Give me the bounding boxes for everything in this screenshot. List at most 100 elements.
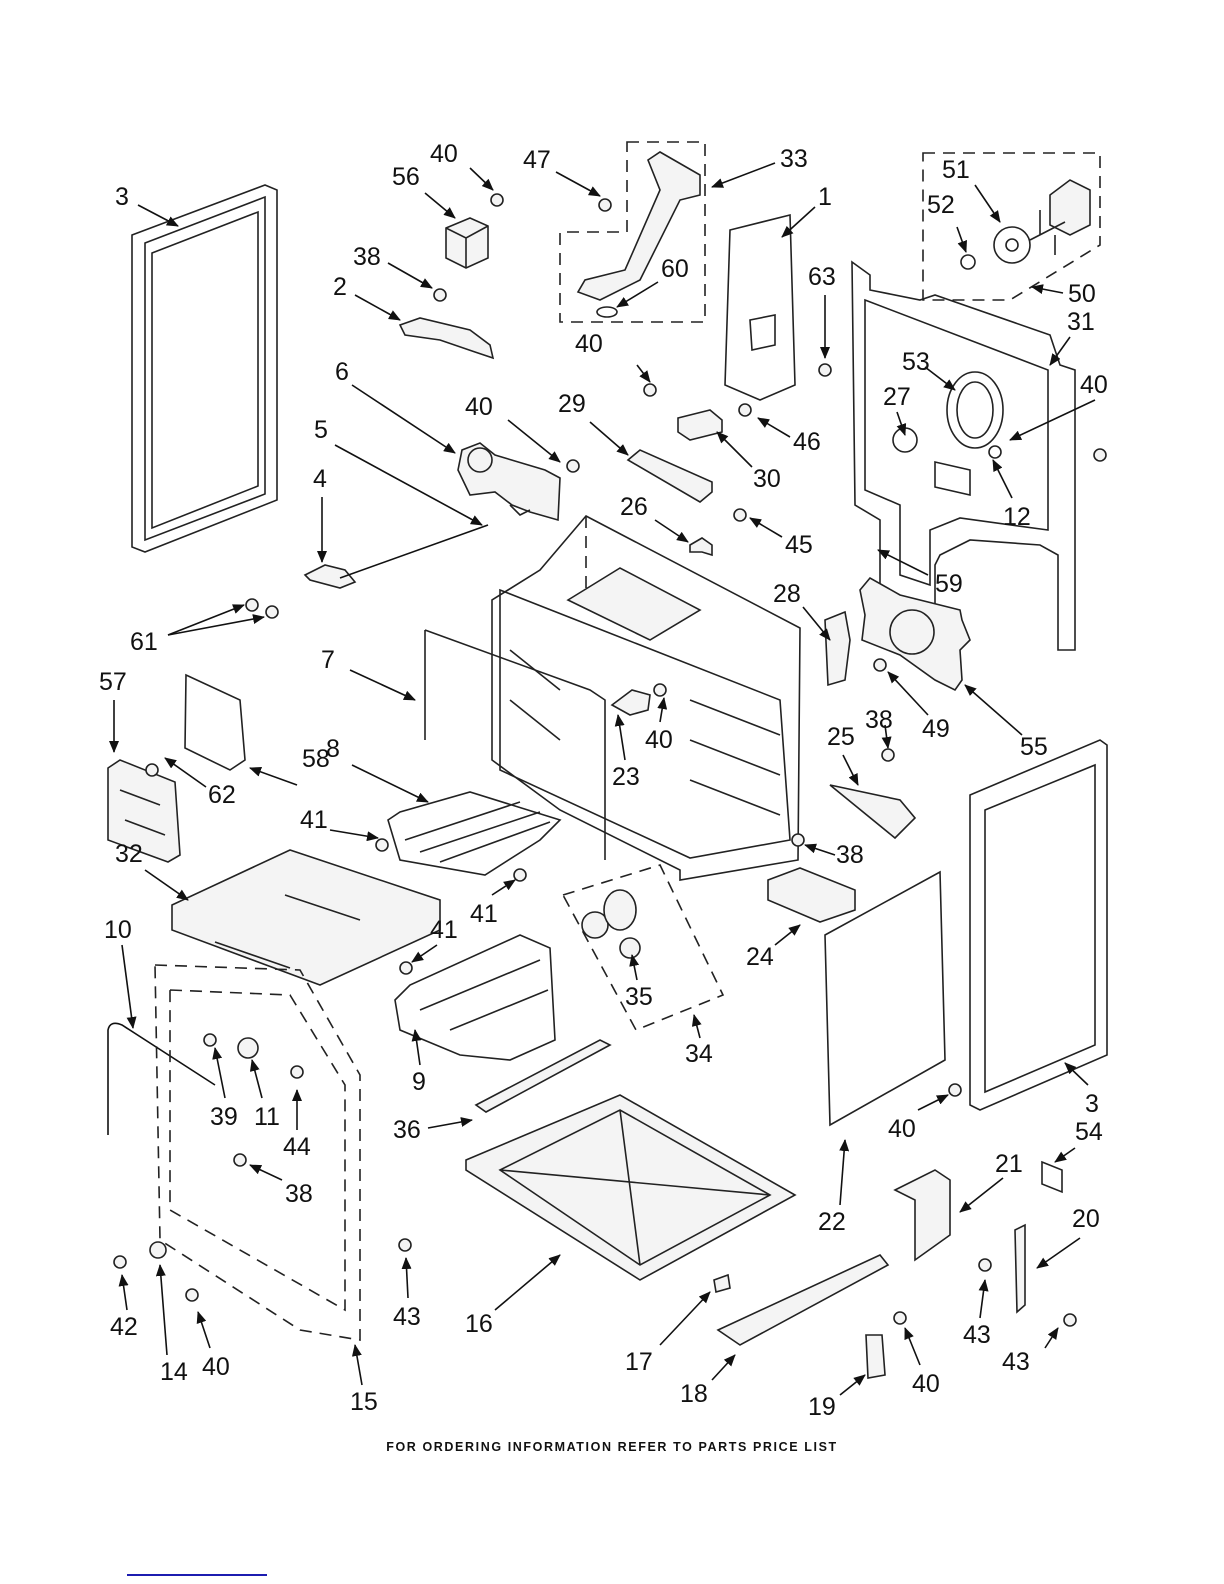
callout-label: 47 [523,146,551,174]
callout-38: 38 [250,1165,313,1208]
callout-label: 40 [575,330,603,358]
callout-41: 41 [300,806,378,838]
callout-18: 18 [680,1355,735,1408]
callout-16: 16 [465,1255,560,1338]
callout-7: 7 [321,646,415,700]
callout-20: 20 [1037,1205,1100,1268]
trim-strip-part [476,1040,610,1112]
temperature-sensor-part [612,690,650,715]
gasket-part [425,630,605,860]
callout-25: 25 [827,723,858,785]
callout-label: 3 [1085,1090,1099,1118]
callout-label: 39 [210,1103,238,1131]
door-gasket-part [108,1023,215,1135]
callout-label: 43 [963,1321,991,1349]
callout-label: 41 [300,806,328,834]
callout-39: 39 [210,1048,238,1131]
link-underline[interactable] [127,1574,267,1576]
callout-label: 57 [99,668,127,696]
callout-label: 41 [470,900,498,928]
callout-label: 19 [808,1393,836,1421]
callout-label: 12 [1003,503,1031,531]
callout-61: 61 [130,605,264,656]
callout-label: 34 [685,1040,713,1068]
callout-22: 22 [818,1140,846,1236]
callout-label: 10 [104,916,132,944]
callout-label: 49 [922,715,950,743]
bracket-part [400,318,493,358]
callout-label: 1 [818,183,832,211]
hinge-part [305,565,355,588]
callout-40: 40 [905,1328,940,1398]
callout-23: 23 [612,715,640,791]
callout-label: 62 [208,781,236,809]
callout-6: 6 [335,358,455,453]
callout-17: 17 [625,1292,710,1376]
callout-label: 36 [393,1116,421,1144]
door-stop-part [150,1242,166,1258]
callout-label: 17 [625,1348,653,1376]
callout-label: 50 [1068,280,1096,308]
callout-21: 21 [960,1150,1023,1212]
transformer-part [446,218,488,268]
callout-42: 42 [110,1275,138,1341]
callout-label: 43 [1002,1348,1030,1376]
callout-34: 34 [685,1015,713,1068]
callout-57: 57 [99,668,127,752]
terminal-block-part [678,410,722,440]
callout-28: 28 [773,580,830,640]
callout-29: 29 [558,390,628,455]
callout-30: 30 [717,432,781,493]
callout-label: 2 [333,273,347,301]
callout-40: 40 [888,1095,948,1143]
callout-11: 11 [252,1060,280,1131]
callout-label: 59 [935,570,963,598]
callout-label: 15 [350,1388,378,1416]
oven-bottom-part [466,1095,795,1280]
side-panel-left-part [132,185,277,552]
callout-label: 61 [130,628,158,656]
callout-label: 55 [1020,733,1048,761]
side-panel-right-part [970,740,1107,1110]
callout-label: 14 [160,1358,188,1386]
callout-label: 51 [942,156,970,184]
callout-label: 44 [283,1133,311,1161]
callout-label: 28 [773,580,801,608]
callout-52: 52 [927,191,966,252]
callout-label: 40 [430,140,458,168]
callout-41: 41 [470,880,515,928]
callout-45: 45 [750,518,813,559]
callout-label: 40 [465,393,493,421]
door-latch-part [458,443,560,520]
callout-label: 24 [746,943,774,971]
callout-label: 32 [115,840,143,868]
callout-2: 2 [333,273,400,320]
callout-54: 54 [1055,1118,1103,1162]
drawer-top-part [172,850,440,985]
callout-50: 50 [1032,280,1096,308]
oven-door-part [155,965,360,1340]
callout-40: 40 [1010,371,1108,440]
callout-label: 42 [110,1313,138,1341]
callout-24: 24 [746,925,800,971]
bake-element-part [395,935,555,1060]
callout-label: 38 [285,1180,313,1208]
callout-12: 12 [993,460,1031,531]
callout-label: 9 [412,1068,426,1096]
callout-label: 22 [818,1208,846,1236]
rod-part [340,525,488,578]
callout-40: 40 [198,1312,230,1381]
callout-label: 27 [883,383,911,411]
callout-label: 46 [793,428,821,456]
broil-element-part [388,792,560,875]
callout-label: 52 [927,191,955,219]
callout-44: 44 [283,1090,311,1161]
callout-19: 19 [808,1375,865,1421]
callout-43: 43 [963,1280,991,1349]
callout-label: 40 [888,1115,916,1143]
callout-27: 27 [883,383,911,435]
callout-label: 8 [326,735,340,763]
callout-label: 33 [780,145,808,173]
callout-38: 38 [805,841,864,869]
